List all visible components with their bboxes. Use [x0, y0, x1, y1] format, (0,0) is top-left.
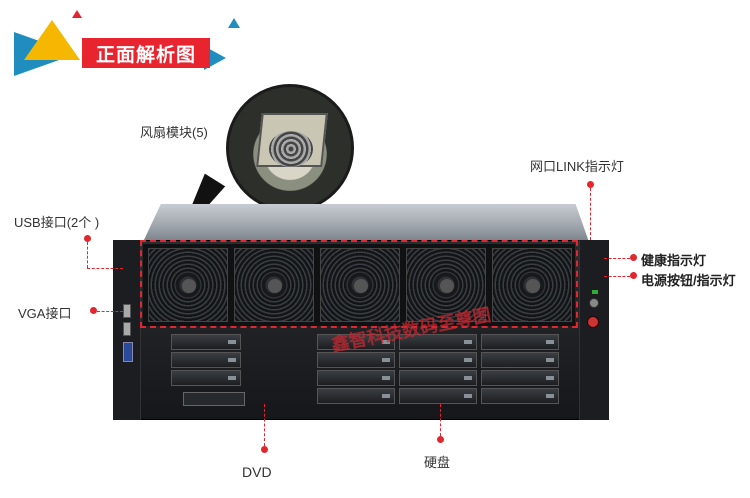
vga-port: [123, 342, 133, 362]
fan-grill: [269, 131, 313, 167]
callout-line: [590, 188, 591, 240]
callout-line: [97, 311, 123, 312]
callout-dot: [90, 307, 97, 314]
fan-5: [492, 248, 572, 322]
callout-dot: [630, 254, 637, 261]
callout-line: [604, 276, 630, 277]
left-mounting-ear: [113, 240, 141, 420]
label-hdd: 硬盘: [424, 455, 451, 470]
banner-background: [82, 38, 210, 68]
fan-2: [234, 248, 314, 322]
label-network-link: 网口LINK指示灯: [530, 159, 624, 174]
server-top-cover: [143, 204, 589, 242]
drive-bay: [481, 370, 559, 386]
fan-1: [148, 248, 228, 322]
drive-bay: [171, 370, 241, 386]
callout-dot: [630, 272, 637, 279]
drive-bay: [317, 370, 395, 386]
usb-port-2: [123, 322, 131, 336]
callout-line: [440, 404, 441, 436]
callout-line: [264, 404, 265, 446]
fan-4: [406, 248, 486, 322]
callout-dot: [261, 446, 268, 453]
callout-line: [604, 258, 630, 259]
health-indicator: [589, 298, 599, 308]
fan-highlight-box: [140, 240, 578, 328]
callout-line: [87, 242, 88, 268]
label-power: 电源按钮/指示灯: [641, 273, 736, 288]
drive-bay: [481, 352, 559, 368]
drive-bay: [171, 352, 241, 368]
header-banner: 正面解析图: [14, 6, 254, 78]
server-chassis: [113, 196, 609, 420]
label-fan-module: 风扇模块(5): [140, 125, 208, 140]
drive-bay: [481, 388, 559, 404]
decor-triangle-small-blue: [228, 18, 240, 28]
right-mounting-ear: [579, 240, 609, 420]
decor-triangle-yellow: [24, 20, 80, 60]
drive-bay: [171, 334, 241, 350]
callout-dot: [437, 436, 444, 443]
drive-bay: [399, 352, 477, 368]
label-usb: USB接口(2个 ): [14, 215, 100, 230]
fan-module-zoom-image: [226, 84, 354, 212]
drive-bay: [317, 334, 395, 350]
label-health: 健康指示灯: [641, 253, 707, 268]
drive-bay: [399, 334, 477, 350]
label-vga: VGA接口: [18, 306, 72, 321]
drive-bay: [317, 352, 395, 368]
fan-3: [320, 248, 400, 322]
drive-bay: [481, 334, 559, 350]
drive-bay: [399, 388, 477, 404]
label-dvd: DVD: [242, 464, 272, 480]
callout-line: [87, 268, 123, 269]
drive-bay: [317, 388, 395, 404]
network-link-led: [592, 290, 598, 294]
drive-bay: [399, 370, 477, 386]
callout-dot: [587, 181, 594, 188]
power-button[interactable]: [587, 316, 599, 328]
dvd-drive: [183, 392, 245, 406]
callout-dot: [84, 235, 91, 242]
drive-bays: [171, 334, 563, 412]
usb-port-1: [123, 304, 131, 318]
page-title: 正面解析图: [96, 45, 197, 66]
decor-triangle-small-red: [72, 10, 82, 18]
